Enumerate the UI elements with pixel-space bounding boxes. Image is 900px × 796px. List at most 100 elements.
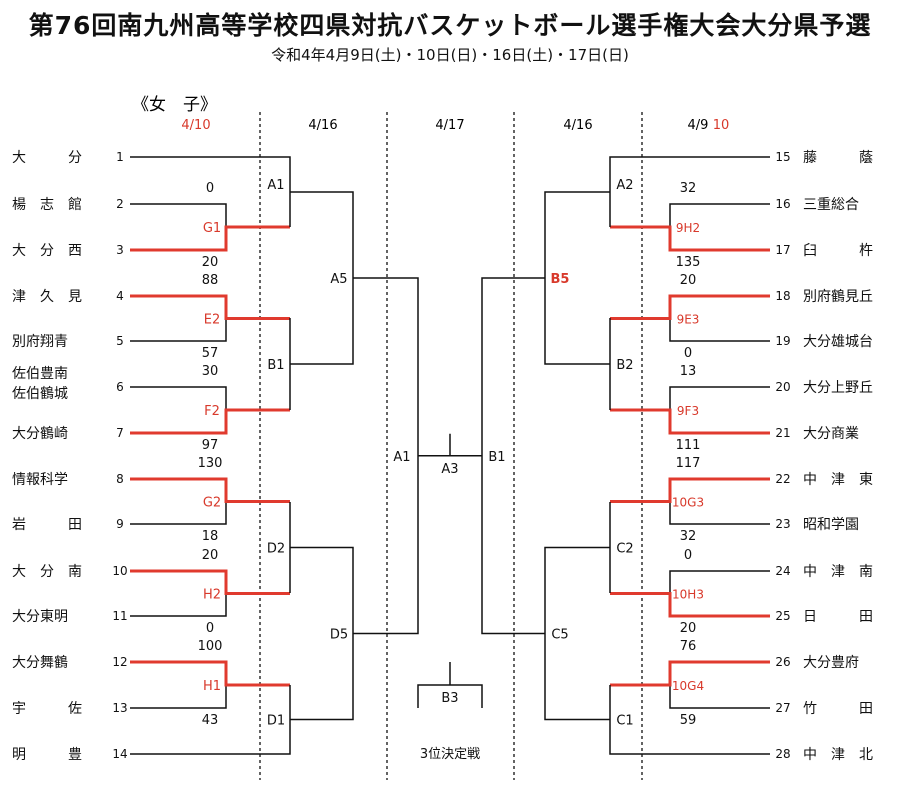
round-label: D2 [267, 542, 285, 557]
left-team-number: 8 [116, 472, 124, 486]
left-team-name: 佐伯鶴城 [12, 385, 68, 402]
score: 20 [680, 273, 697, 288]
game-label: 9E3 [677, 313, 700, 327]
score: 20 [202, 255, 219, 270]
score: 135 [676, 255, 701, 270]
right-team-number: 22 [775, 472, 790, 486]
right-team-number: 18 [775, 289, 790, 303]
bracket-line [130, 593, 227, 617]
score: 111 [676, 438, 701, 453]
bracket-winner-line [130, 660, 290, 687]
right-team-name: 日 田 [803, 609, 873, 625]
right-team-name: 三重総合 [803, 197, 859, 213]
right-team-number: 15 [775, 150, 790, 164]
right-team-name: 中 津 東 [803, 472, 873, 488]
page-subtitle: 令和4年4月9日(土)・10日(日)・16日(土)・17日(日) [271, 46, 629, 64]
game-label: H2 [203, 588, 221, 603]
bracket-winner-line [130, 408, 290, 435]
score: 76 [680, 639, 697, 654]
right-team-name: 中 津 北 [803, 747, 873, 763]
bracket-line [130, 156, 291, 227]
bracket-winner-line [610, 225, 770, 252]
left-team-name: 大 分 [12, 150, 82, 166]
round-label: B1 [267, 358, 284, 373]
bracket-line [609, 156, 770, 227]
left-team-name: 岩 田 [12, 517, 82, 533]
game-label: E2 [204, 313, 221, 328]
right-team-name: 藤 蔭 [803, 150, 873, 166]
score: 20 [680, 621, 697, 636]
right-team-name: 大分商業 [803, 426, 859, 442]
round-label: A5 [330, 272, 347, 287]
left-team-name: 大分鶴崎 [12, 425, 68, 442]
column-date-2: 4/16 [308, 118, 337, 133]
right-team-name: 中 津 南 [803, 564, 873, 580]
bracket-line [669, 570, 770, 594]
right-team-number: 20 [775, 380, 790, 394]
right-team-number: 24 [775, 564, 790, 578]
column-date-5-extra: 10 [713, 118, 730, 133]
left-team-number: 7 [116, 426, 124, 440]
left-team-name: 宇 佐 [12, 701, 82, 717]
score: 13 [680, 364, 697, 379]
bracket-winner-line [610, 477, 770, 503]
right-team-number: 26 [775, 655, 790, 669]
round-label: B5 [551, 272, 570, 287]
right-team-number: 17 [775, 243, 790, 257]
round-label: D1 [267, 714, 285, 729]
left-team-number: 1 [116, 150, 124, 164]
bracket-winner-line [130, 225, 290, 252]
round-label: B1 [488, 450, 505, 465]
score: 0 [684, 548, 692, 563]
bracket-winner-line [130, 569, 290, 595]
score: 57 [202, 346, 219, 361]
bracket-line [669, 386, 770, 410]
right-team-name: 昭和学園 [803, 517, 859, 533]
left-team-number: 4 [116, 289, 124, 303]
score: 117 [676, 456, 701, 471]
game-label: 9F3 [677, 404, 699, 418]
bracket-winner-line [610, 294, 770, 320]
right-team-name: 大分上野丘 [803, 380, 873, 396]
left-team-name: 大分東明 [12, 609, 68, 625]
bracket-line [130, 685, 227, 709]
bracket-line [669, 685, 770, 709]
game-label: F2 [204, 404, 220, 419]
bracket-winner-line [130, 294, 290, 320]
right-team-name: 大分雄城台 [803, 334, 873, 350]
score: 32 [680, 181, 697, 196]
bracket-line [130, 685, 291, 755]
bracket-winner-line [610, 660, 770, 687]
left-team-name: 大 分 南 [12, 564, 82, 580]
left-team-number: 14 [112, 747, 127, 761]
left-team-name: 津 久 見 [12, 289, 82, 305]
bracket-labels: G1020E28857F23097G213018H2200H1100439H23… [198, 178, 705, 762]
left-team-number: 5 [116, 334, 124, 348]
right-team-number: 27 [775, 701, 790, 715]
round-label: C1 [616, 714, 633, 729]
bracket-winner-line [610, 592, 770, 618]
round-label: A3 [441, 462, 458, 477]
round-label: A2 [616, 178, 633, 193]
bracket-winner-line [610, 408, 770, 435]
score: 0 [206, 181, 214, 196]
game-label: G1 [203, 221, 221, 236]
score: 18 [202, 529, 219, 544]
right-team-number: 23 [775, 517, 790, 531]
game-label: H1 [203, 679, 221, 694]
third-place-label: 3位決定戦 [420, 747, 480, 762]
score: 88 [202, 273, 219, 288]
right-team-number: 28 [775, 747, 790, 761]
right-team-number: 21 [775, 426, 790, 440]
bracket-lines [130, 156, 770, 755]
score: 100 [198, 639, 223, 654]
left-team-name: 明 豊 [12, 747, 82, 763]
left-team-number: 11 [112, 609, 127, 623]
left-team-name: 別府翔青 [12, 334, 68, 350]
right-team-number: 25 [775, 609, 790, 623]
right-team-number: 16 [775, 197, 790, 211]
column-separators [259, 112, 643, 780]
left-team-name: 楊 志 館 [12, 196, 82, 213]
